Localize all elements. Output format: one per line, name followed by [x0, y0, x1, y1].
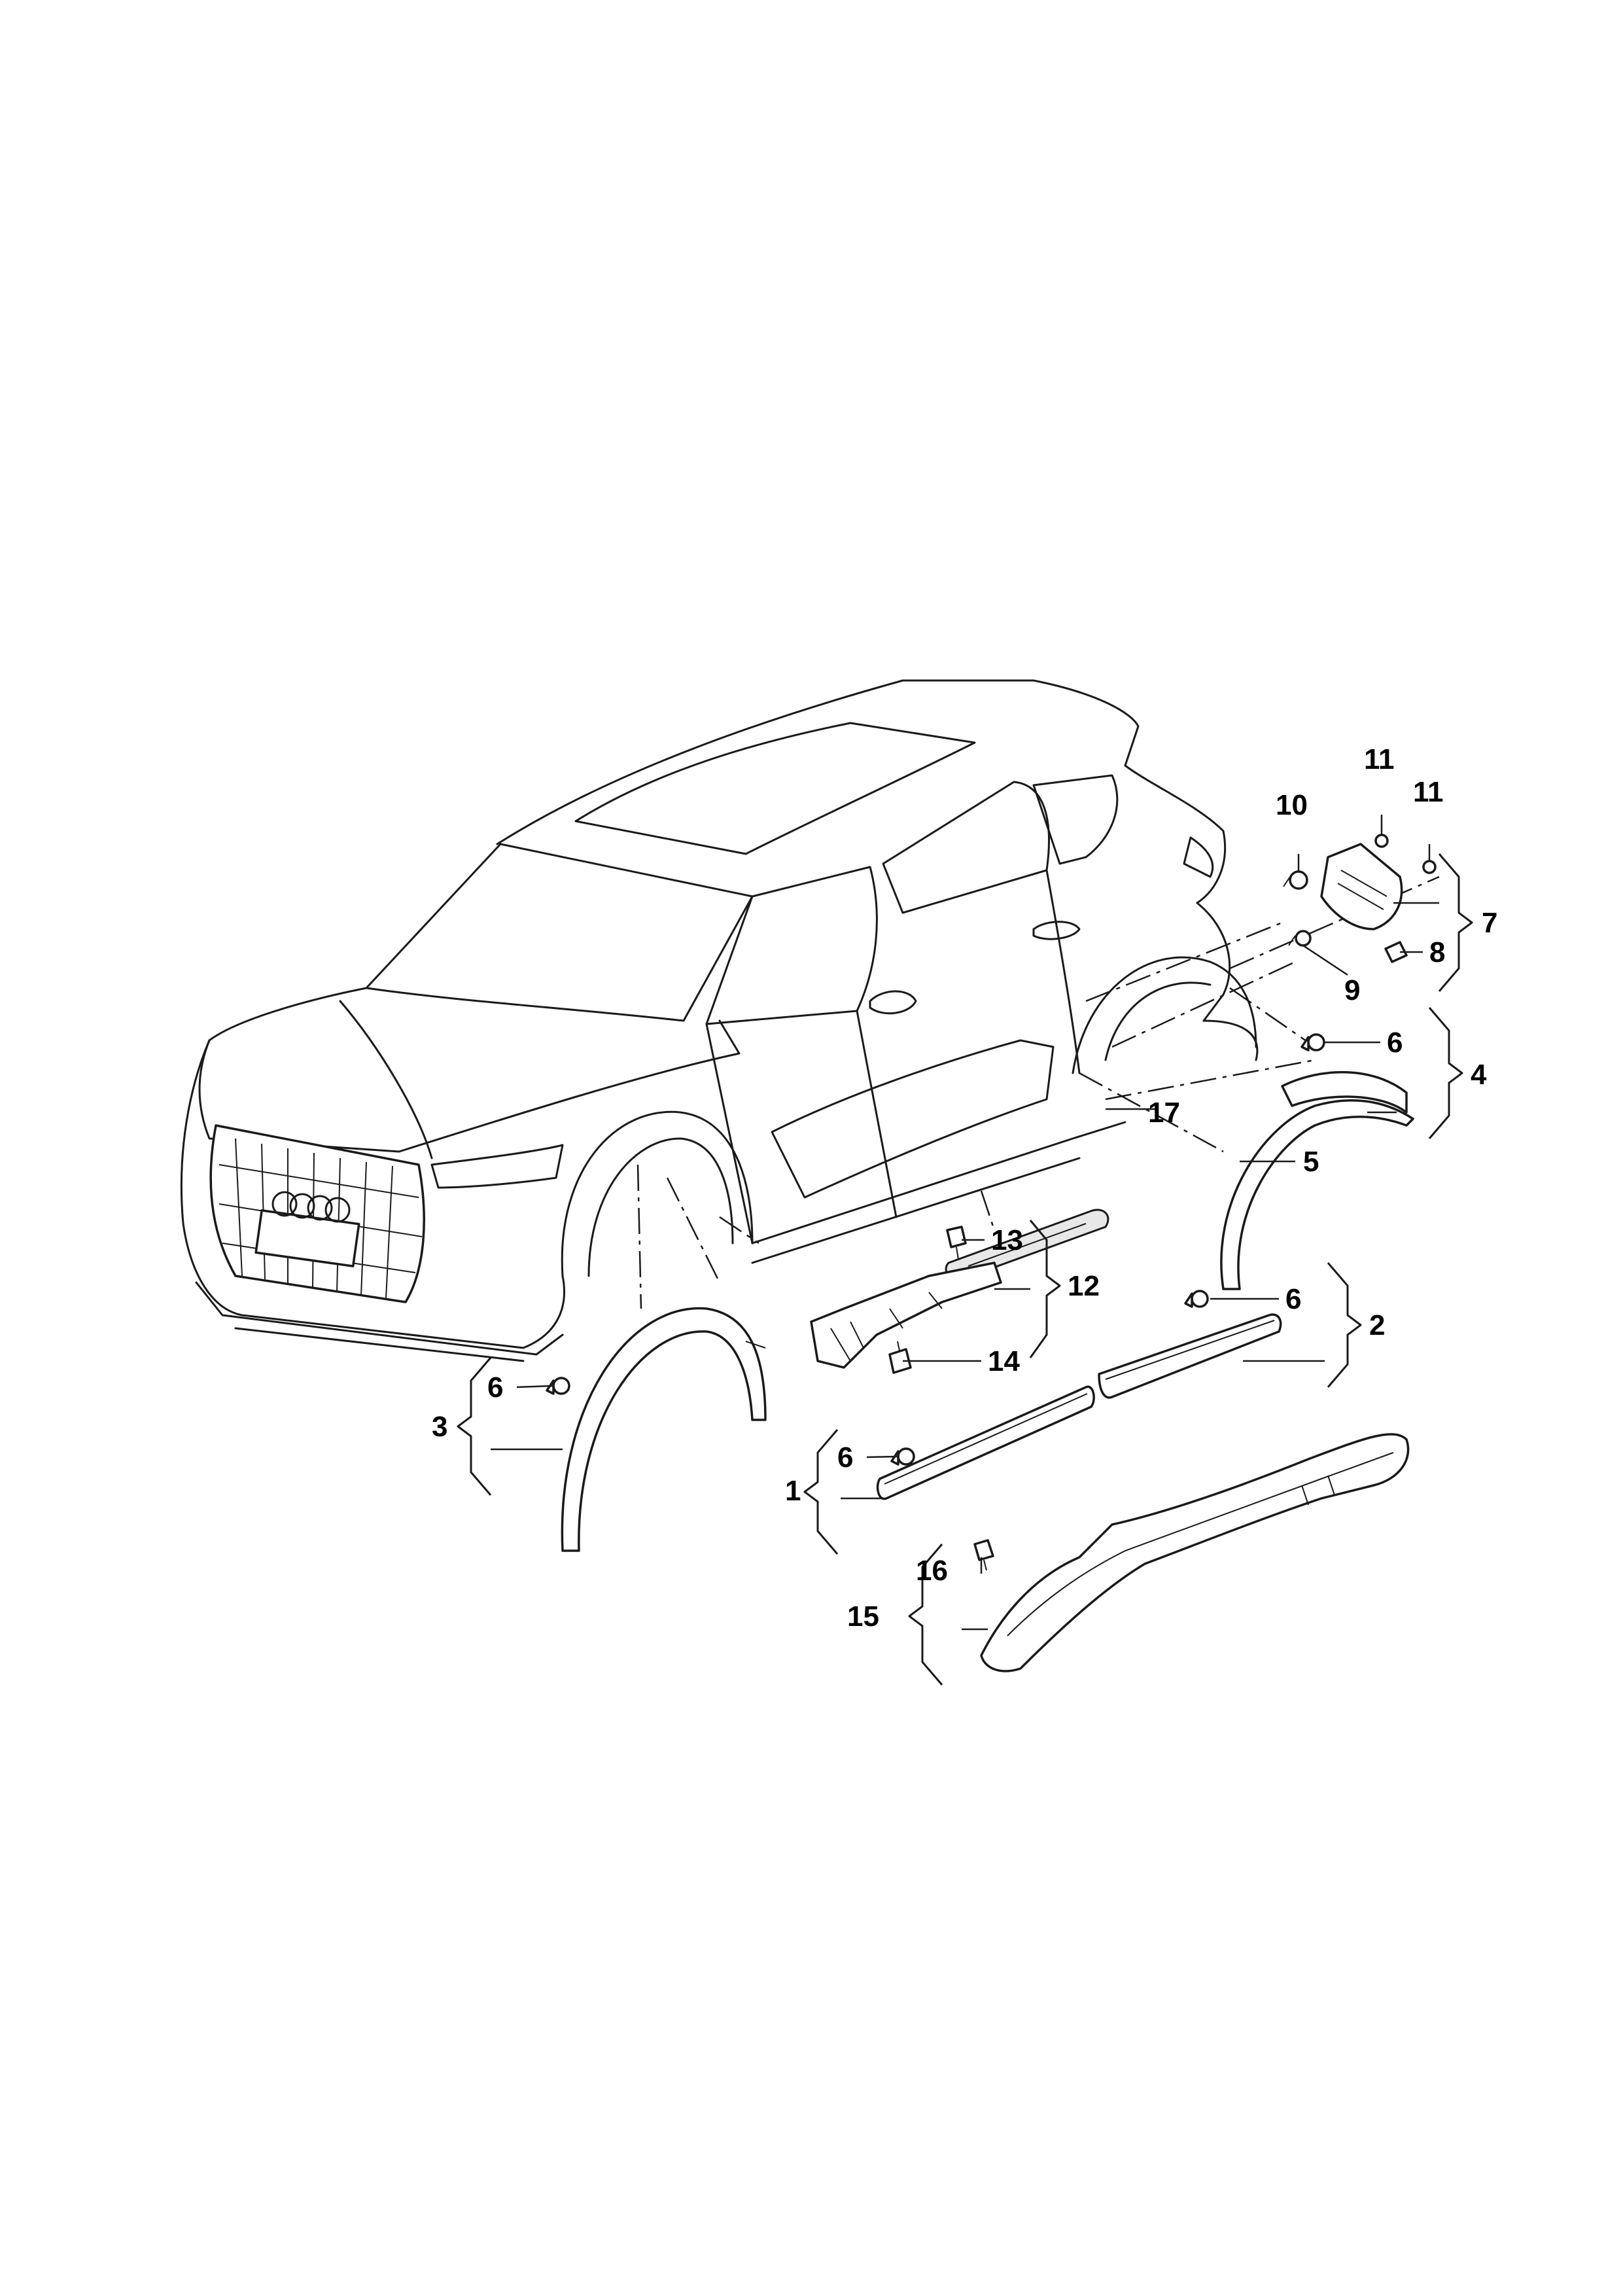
callout-7: 7 [1482, 907, 1497, 939]
callout-13: 13 [991, 1224, 1023, 1256]
callout-5: 5 [1303, 1146, 1319, 1178]
leader-lines [491, 815, 1439, 1631]
front-sill-moulding [876, 1385, 1095, 1500]
rear-mud-flap-bracket [1320, 843, 1403, 930]
vehicle-body [180, 679, 1259, 1362]
screw-11-left [1374, 834, 1389, 848]
clip-13 [946, 1226, 967, 1260]
mounting-bracket [810, 1262, 1002, 1369]
callout-labels: 1 2 3 4 5 6 6 6 6 7 8 9 10 11 11 12 13 1… [432, 743, 1497, 1633]
clip-14 [888, 1341, 912, 1374]
callout-16: 16 [916, 1555, 948, 1587]
callout-14: 14 [988, 1345, 1020, 1377]
callout-11-left: 11 [1364, 743, 1395, 775]
grouping-braces [457, 853, 1473, 1686]
assembly-lines [637, 875, 1440, 1309]
screw-6-front-sill [890, 1447, 915, 1466]
brace-4 [1428, 1007, 1463, 1139]
callout-8: 8 [1429, 936, 1445, 968]
callout-6-front-sill: 6 [837, 1441, 853, 1474]
callout-4: 4 [1471, 1059, 1487, 1091]
screw-9 [1288, 930, 1312, 947]
callout-12: 12 [1068, 1270, 1100, 1302]
callout-6-rear-arch: 6 [1387, 1027, 1403, 1059]
side-skirt [980, 1433, 1410, 1672]
brace-1 [803, 1429, 839, 1555]
callout-11-right: 11 [1413, 776, 1444, 808]
rear-wheel-arch-trim-upper [1281, 1070, 1408, 1114]
clip-8 [1384, 941, 1408, 963]
screw-6-rear-arch [1300, 1033, 1325, 1051]
brace-15 [908, 1544, 943, 1686]
brace-3 [457, 1357, 492, 1496]
callout-6-front-arch: 6 [487, 1371, 503, 1404]
rear-sill-moulding [1098, 1313, 1282, 1399]
callout-3: 3 [432, 1411, 447, 1443]
callout-1: 1 [785, 1475, 801, 1507]
callout-15: 15 [847, 1600, 879, 1633]
screw-10 [1283, 870, 1308, 890]
brace-2 [1327, 1262, 1362, 1388]
brace-12 [1029, 1220, 1061, 1358]
callout-6-rear-sill: 6 [1285, 1283, 1301, 1315]
callout-17: 17 [1148, 1097, 1180, 1129]
brace-7 [1438, 853, 1473, 992]
callout-2: 2 [1369, 1309, 1385, 1341]
callout-10: 10 [1276, 789, 1308, 821]
clip-16 [973, 1539, 994, 1571]
screw-6-rear-sill [1184, 1290, 1209, 1308]
front-wheel-arch-trim [561, 1307, 767, 1552]
rear-wheel-arch-trim [1220, 1099, 1414, 1290]
callout-9: 9 [1344, 974, 1360, 1006]
screw-11-right [1422, 860, 1437, 874]
